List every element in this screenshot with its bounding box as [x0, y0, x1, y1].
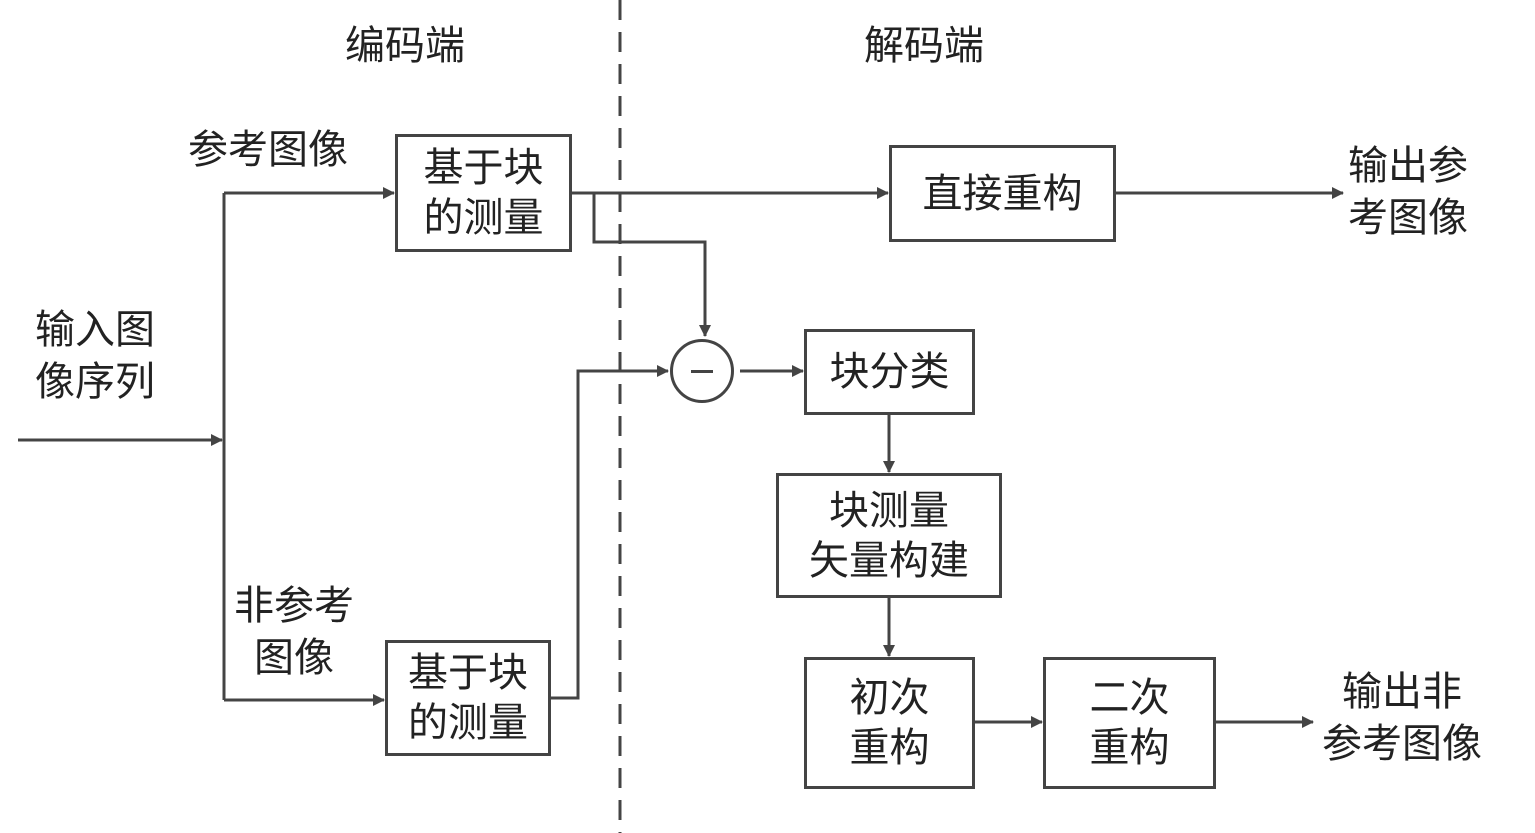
nonref-block-measure-line2: 的测量 [408, 700, 528, 746]
secondary-reconstruction-line2: 重构 [1089, 725, 1170, 771]
output-non-reference-label: 输出非 参考图像 [1322, 669, 1482, 767]
decoder-title: 解码端 [864, 23, 984, 69]
reference-label: 参考图像 [188, 127, 348, 173]
non-reference-label: 非参考 图像 [234, 583, 354, 681]
vector-construction-line2: 矢量构建 [809, 537, 969, 584]
subtract-node [670, 339, 734, 403]
initial-reconstruction-line2: 重构 [849, 725, 930, 771]
vector-construction-line1: 块测量 [829, 487, 949, 534]
ref-to-subtract-arrow [592, 193, 711, 337]
secondary-reconstruction-box: 二次 重构 [1043, 657, 1216, 789]
ref-block-measure-line1: 基于块 [423, 145, 544, 191]
vector-construction-box: 块测量 矢量构建 [776, 473, 1002, 598]
minus-icon [691, 369, 713, 373]
initial-reconstruction-box: 初次 重构 [804, 657, 975, 789]
direct-reconstruction-text: 直接重构 [922, 170, 1083, 217]
ref-block-measure-box: 基于块 的测量 [395, 134, 572, 252]
input-label: 输入图 像序列 [35, 307, 155, 405]
output-reference-label: 输出参 考图像 [1348, 143, 1468, 241]
nonref-to-subtract-arrow [551, 365, 669, 700]
nonref-block-measure-line1: 基于块 [408, 650, 528, 696]
secondary-reconstruction-line1: 二次 [1089, 675, 1170, 721]
block-classification-box: 块分类 [804, 329, 975, 415]
direct-reconstruction-box: 直接重构 [889, 145, 1116, 242]
ref-block-measure-line2: 的测量 [423, 195, 544, 241]
nonref-block-measure-box: 基于块 的测量 [385, 640, 551, 756]
encoder-title: 编码端 [345, 23, 465, 69]
initial-reconstruction-line1: 初次 [849, 675, 930, 721]
block-classification-text: 块分类 [829, 349, 950, 395]
